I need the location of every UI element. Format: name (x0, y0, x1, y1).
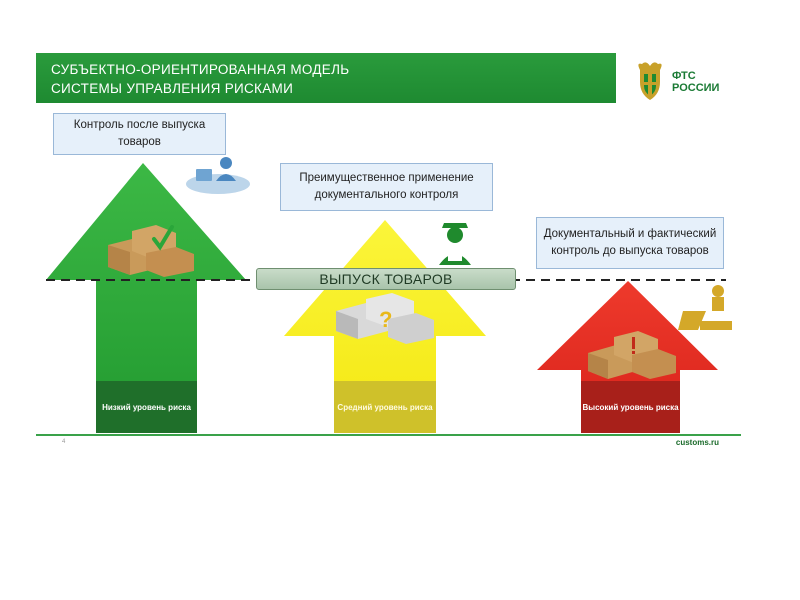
title-line-1: СУБЪЕКТНО-ОРИЕНТИРОВАННАЯ МОДЕЛЬ (51, 62, 350, 77)
arrows-diagram: ? (46, 157, 732, 433)
page-number: 4 (62, 439, 66, 445)
fts-logo: ФТС РОССИИ (632, 60, 742, 104)
svg-text:?: ? (379, 307, 392, 332)
logo-text-line2: РОССИИ (672, 82, 720, 94)
title-bar: СУБЪЕКТНО-ОРИЕНТИРОВАННАЯ МОДЕЛЬ СИСТЕМЫ… (36, 53, 616, 103)
title-line-2: СИСТЕМЫ УПРАВЛЕНИЯ РИСКАМИ (51, 81, 294, 96)
callout-high-risk: Документальный и фактический контроль до… (536, 217, 724, 269)
release-label: ВЫПУСК ТОВАРОВ (256, 268, 516, 290)
level-label-low: Низкий уровень риска (102, 402, 191, 412)
callout-low-risk: Контроль после выпуска товаров (53, 113, 226, 155)
footer-url: customs.ru (675, 438, 719, 447)
medium-level-bg (334, 381, 436, 433)
level-label-high: Высокий уровень риска (582, 402, 679, 412)
level-label-medium: Средний уровень риска (337, 402, 433, 412)
low-level-bg (96, 381, 197, 433)
slide: ? (36, 53, 741, 448)
boxes-question-icon: ? (336, 293, 434, 344)
computer-operator-icon (186, 157, 250, 194)
callout-medium-risk: Преимущественное применение документальн… (280, 163, 493, 211)
low-risk-arrow (46, 163, 246, 433)
inspection-icon (678, 285, 732, 330)
footer-divider (36, 434, 741, 436)
eagle-emblem-icon (638, 62, 662, 100)
boxes-exclamation-icon (588, 331, 676, 379)
boxes-checkmark-icon (108, 225, 194, 277)
high-level-bg (581, 381, 680, 433)
logo-text-line1: ФТС (672, 70, 696, 82)
customs-officer-icon (439, 223, 471, 265)
